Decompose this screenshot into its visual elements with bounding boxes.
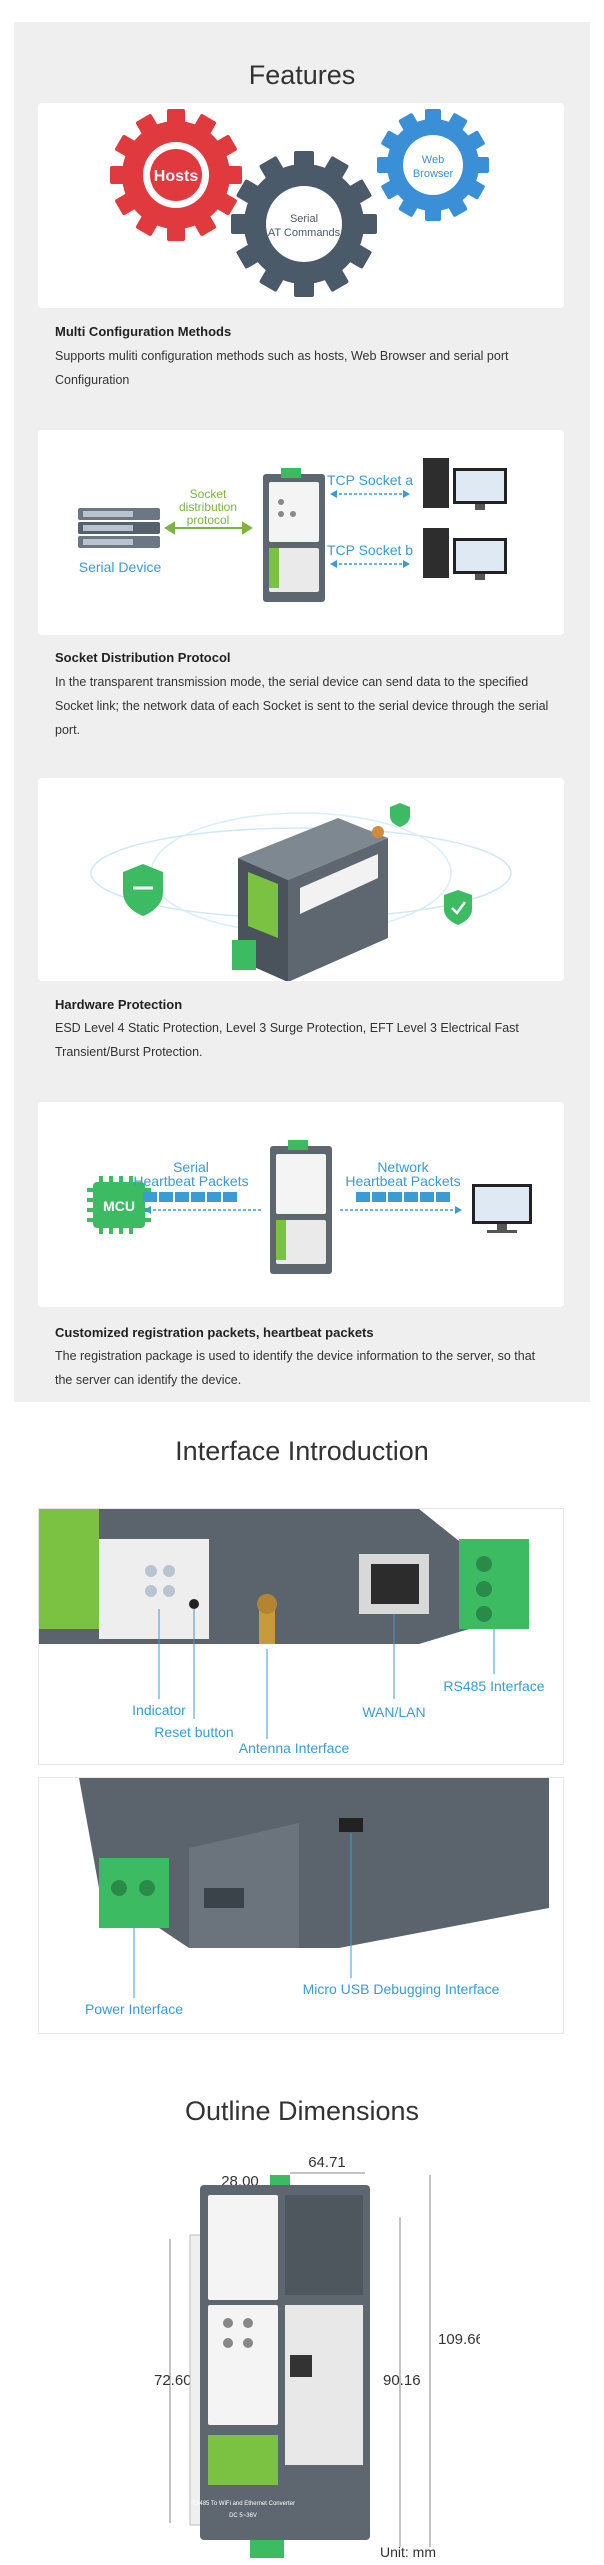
usb-interface-label: Micro USB Debugging Interface xyxy=(303,1981,500,1997)
svg-text:protocol: protocol xyxy=(187,513,230,527)
svg-text:Heartbeat Packets: Heartbeat Packets xyxy=(345,1173,460,1189)
rs485-label: RS485 Interface xyxy=(443,1678,544,1694)
feature-title-heartbeat: Customized registration packets, heartbe… xyxy=(55,1325,374,1340)
network-packets xyxy=(356,1192,450,1202)
feature-title-config: Multi Configuration Methods xyxy=(55,324,232,339)
dimensions-drawing: 64.71 28.00 109.66 72.60 90.16 RS485 To … xyxy=(150,2154,484,2560)
svg-text:Browser: Browser xyxy=(413,168,454,180)
socket-arrow-icon xyxy=(164,521,253,535)
reset-button-label: Reset button xyxy=(154,1724,233,1740)
monitor-icon xyxy=(472,1184,532,1233)
serial-device-icon xyxy=(78,508,160,548)
converter-device-icon xyxy=(263,468,325,602)
serial-device-label: Serial Device xyxy=(79,559,162,575)
feature-desc-config: Supports muliti configuration methods su… xyxy=(55,349,509,387)
svg-text:Heartbeat Packets: Heartbeat Packets xyxy=(133,1173,248,1189)
svg-text:Serial: Serial xyxy=(173,1159,209,1175)
interface-image-top: Indicator Reset button Antenna Interface… xyxy=(38,1508,564,1765)
server-a-icon xyxy=(423,458,507,510)
web-browser-gear-icon: Web Browser xyxy=(377,109,489,221)
converter-device-icon xyxy=(270,1140,332,1274)
svg-text:AT Commands: AT Commands xyxy=(268,227,341,239)
server-b-icon xyxy=(423,528,507,580)
socket-a-label: TCP Socket a xyxy=(327,472,413,488)
check-shield-icon xyxy=(444,890,472,925)
serial-gear-icon: Serial AT Commands xyxy=(231,151,377,297)
socket-b-label: TCP Socket b xyxy=(327,542,413,558)
unit-label: Unit: mm xyxy=(380,2544,436,2560)
dimensions-title: Outline Dimensions xyxy=(184,2096,420,2126)
feature-title-hardware: Hardware Protection xyxy=(55,997,183,1012)
shield-icon xyxy=(123,864,163,916)
dim-height-mid: 90.16 xyxy=(383,2372,421,2389)
badge-icon xyxy=(390,803,410,827)
socket-distribution-image: Serial Device Socket distribution protoc… xyxy=(38,430,564,635)
hardware-protection-image xyxy=(38,778,564,981)
serial-packets xyxy=(143,1192,237,1202)
interface-title: Interface Introduction xyxy=(175,1436,429,1466)
device-volt: DC 5~36V xyxy=(229,2513,257,2519)
svg-text:Socket: Socket xyxy=(190,487,227,501)
feature-title-socket: Socket Distribution Protocol xyxy=(55,650,231,665)
svg-text:Web: Web xyxy=(422,154,444,166)
features-title: Features xyxy=(248,60,356,90)
svg-text:Network: Network xyxy=(377,1159,429,1175)
svg-text:Serial: Serial xyxy=(290,213,318,225)
gear-label-hosts: Hosts xyxy=(154,168,199,185)
feature-desc-heartbeat: The registration package is used to iden… xyxy=(55,1349,536,1387)
feature-desc-hardware: ESD Level 4 Static Protection, Level 3 S… xyxy=(55,1021,519,1059)
socket-illustration: Serial Device Socket distribution protoc… xyxy=(78,458,507,602)
feature-desc-socket: In the transparent transmission mode, th… xyxy=(55,675,549,737)
hosts-gear-icon: Hosts xyxy=(110,109,242,241)
antenna-connector-icon xyxy=(257,1594,277,1644)
protection-illustration xyxy=(90,803,512,981)
dim-height-left: 72.60 xyxy=(154,2372,192,2389)
dim-width-top: 64.71 xyxy=(308,2155,346,2171)
svg-text:distribution: distribution xyxy=(179,500,237,514)
config-methods-image: Hosts Serial AT Commands xyxy=(38,103,564,308)
wan-lan-label: WAN/LAN xyxy=(362,1704,425,1720)
heartbeat-illustration: MCU Serial Heartbeat Packets Network Hea… xyxy=(87,1140,532,1274)
antenna-label: Antenna Interface xyxy=(239,1740,350,1756)
mcu-label: MCU xyxy=(103,1198,135,1214)
heartbeat-image: MCU Serial Heartbeat Packets Network Hea… xyxy=(38,1102,564,1307)
gears-illustration: Hosts Serial AT Commands xyxy=(110,109,489,297)
dim-height-right: 109.66 xyxy=(438,2331,480,2348)
power-interface-label: Power Interface xyxy=(85,2001,183,2017)
interface-image-bottom: Power Interface Micro USB Debugging Inte… xyxy=(38,1777,564,2034)
device-front-icon: RS485 To WiFi and Ethernet Converter DC … xyxy=(189,2175,370,2558)
device-text: RS485 To WiFi and Ethernet Converter xyxy=(191,2501,295,2507)
device-3d-icon xyxy=(232,818,388,981)
indicator-label: Indicator xyxy=(132,1702,186,1718)
